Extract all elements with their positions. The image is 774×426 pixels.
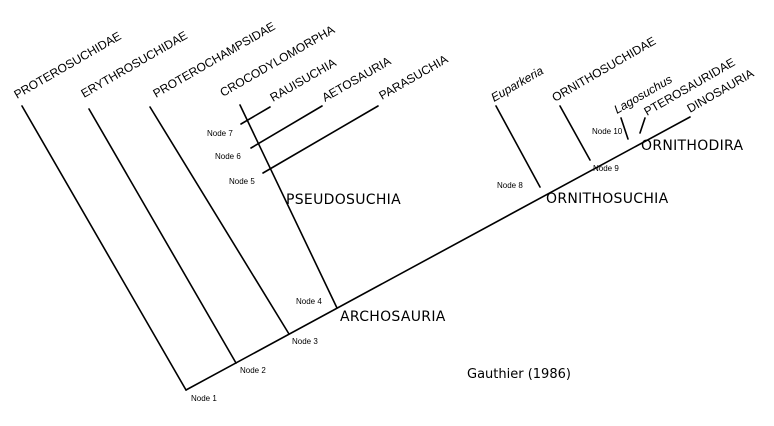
branch-rauisuchia: [240, 106, 271, 125]
branch-proterosuchidae: [21, 105, 187, 391]
clade-pseudosuchia: PSEUDOSUCHIA: [286, 192, 401, 208]
node-label-2: Node 2: [240, 366, 266, 375]
node-label-8: Node 8: [497, 181, 523, 190]
branch-proterochampsidae: [149, 106, 290, 335]
branch-parasuchia: [262, 105, 379, 174]
branch-pterosauridae: [639, 117, 646, 134]
node-label-9: Node 9: [593, 164, 619, 173]
branch-pseudosuchia-stem: [239, 104, 338, 309]
branch-lagosuchus: [620, 117, 629, 140]
branch-euparkeria: [495, 105, 541, 188]
branch-aetosauria: [250, 105, 323, 149]
node-label-10: Node 10: [592, 127, 623, 136]
taxon-proterochampsidae: PROTEROCHAMPSIDAE: [151, 19, 278, 100]
taxon-proterosuchidae: PROTEROSUCHIDAE: [12, 29, 124, 102]
node-label-3: Node 3: [292, 337, 318, 346]
clade-archosauria: ARCHOSAURIA: [340, 309, 446, 325]
node-label-7: Node 7: [207, 129, 233, 138]
clade-ornithodira: ORNITHODIRA: [641, 138, 744, 154]
branch-erythrosuchidae: [88, 108, 237, 364]
node-label-1: Node 1: [191, 394, 217, 403]
clade-ornithosuchia: ORNITHOSUCHIA: [546, 191, 669, 207]
branch-ornithosuchidae: [559, 105, 591, 161]
node-label-6: Node 6: [215, 152, 241, 161]
branch-main-spine: [185, 116, 691, 391]
taxon-euparkeria: Euparkeria: [489, 63, 547, 104]
node-label-5: Node 5: [229, 177, 255, 186]
citation: Gauthier (1986): [467, 367, 571, 382]
node-label-4: Node 4: [296, 297, 322, 306]
